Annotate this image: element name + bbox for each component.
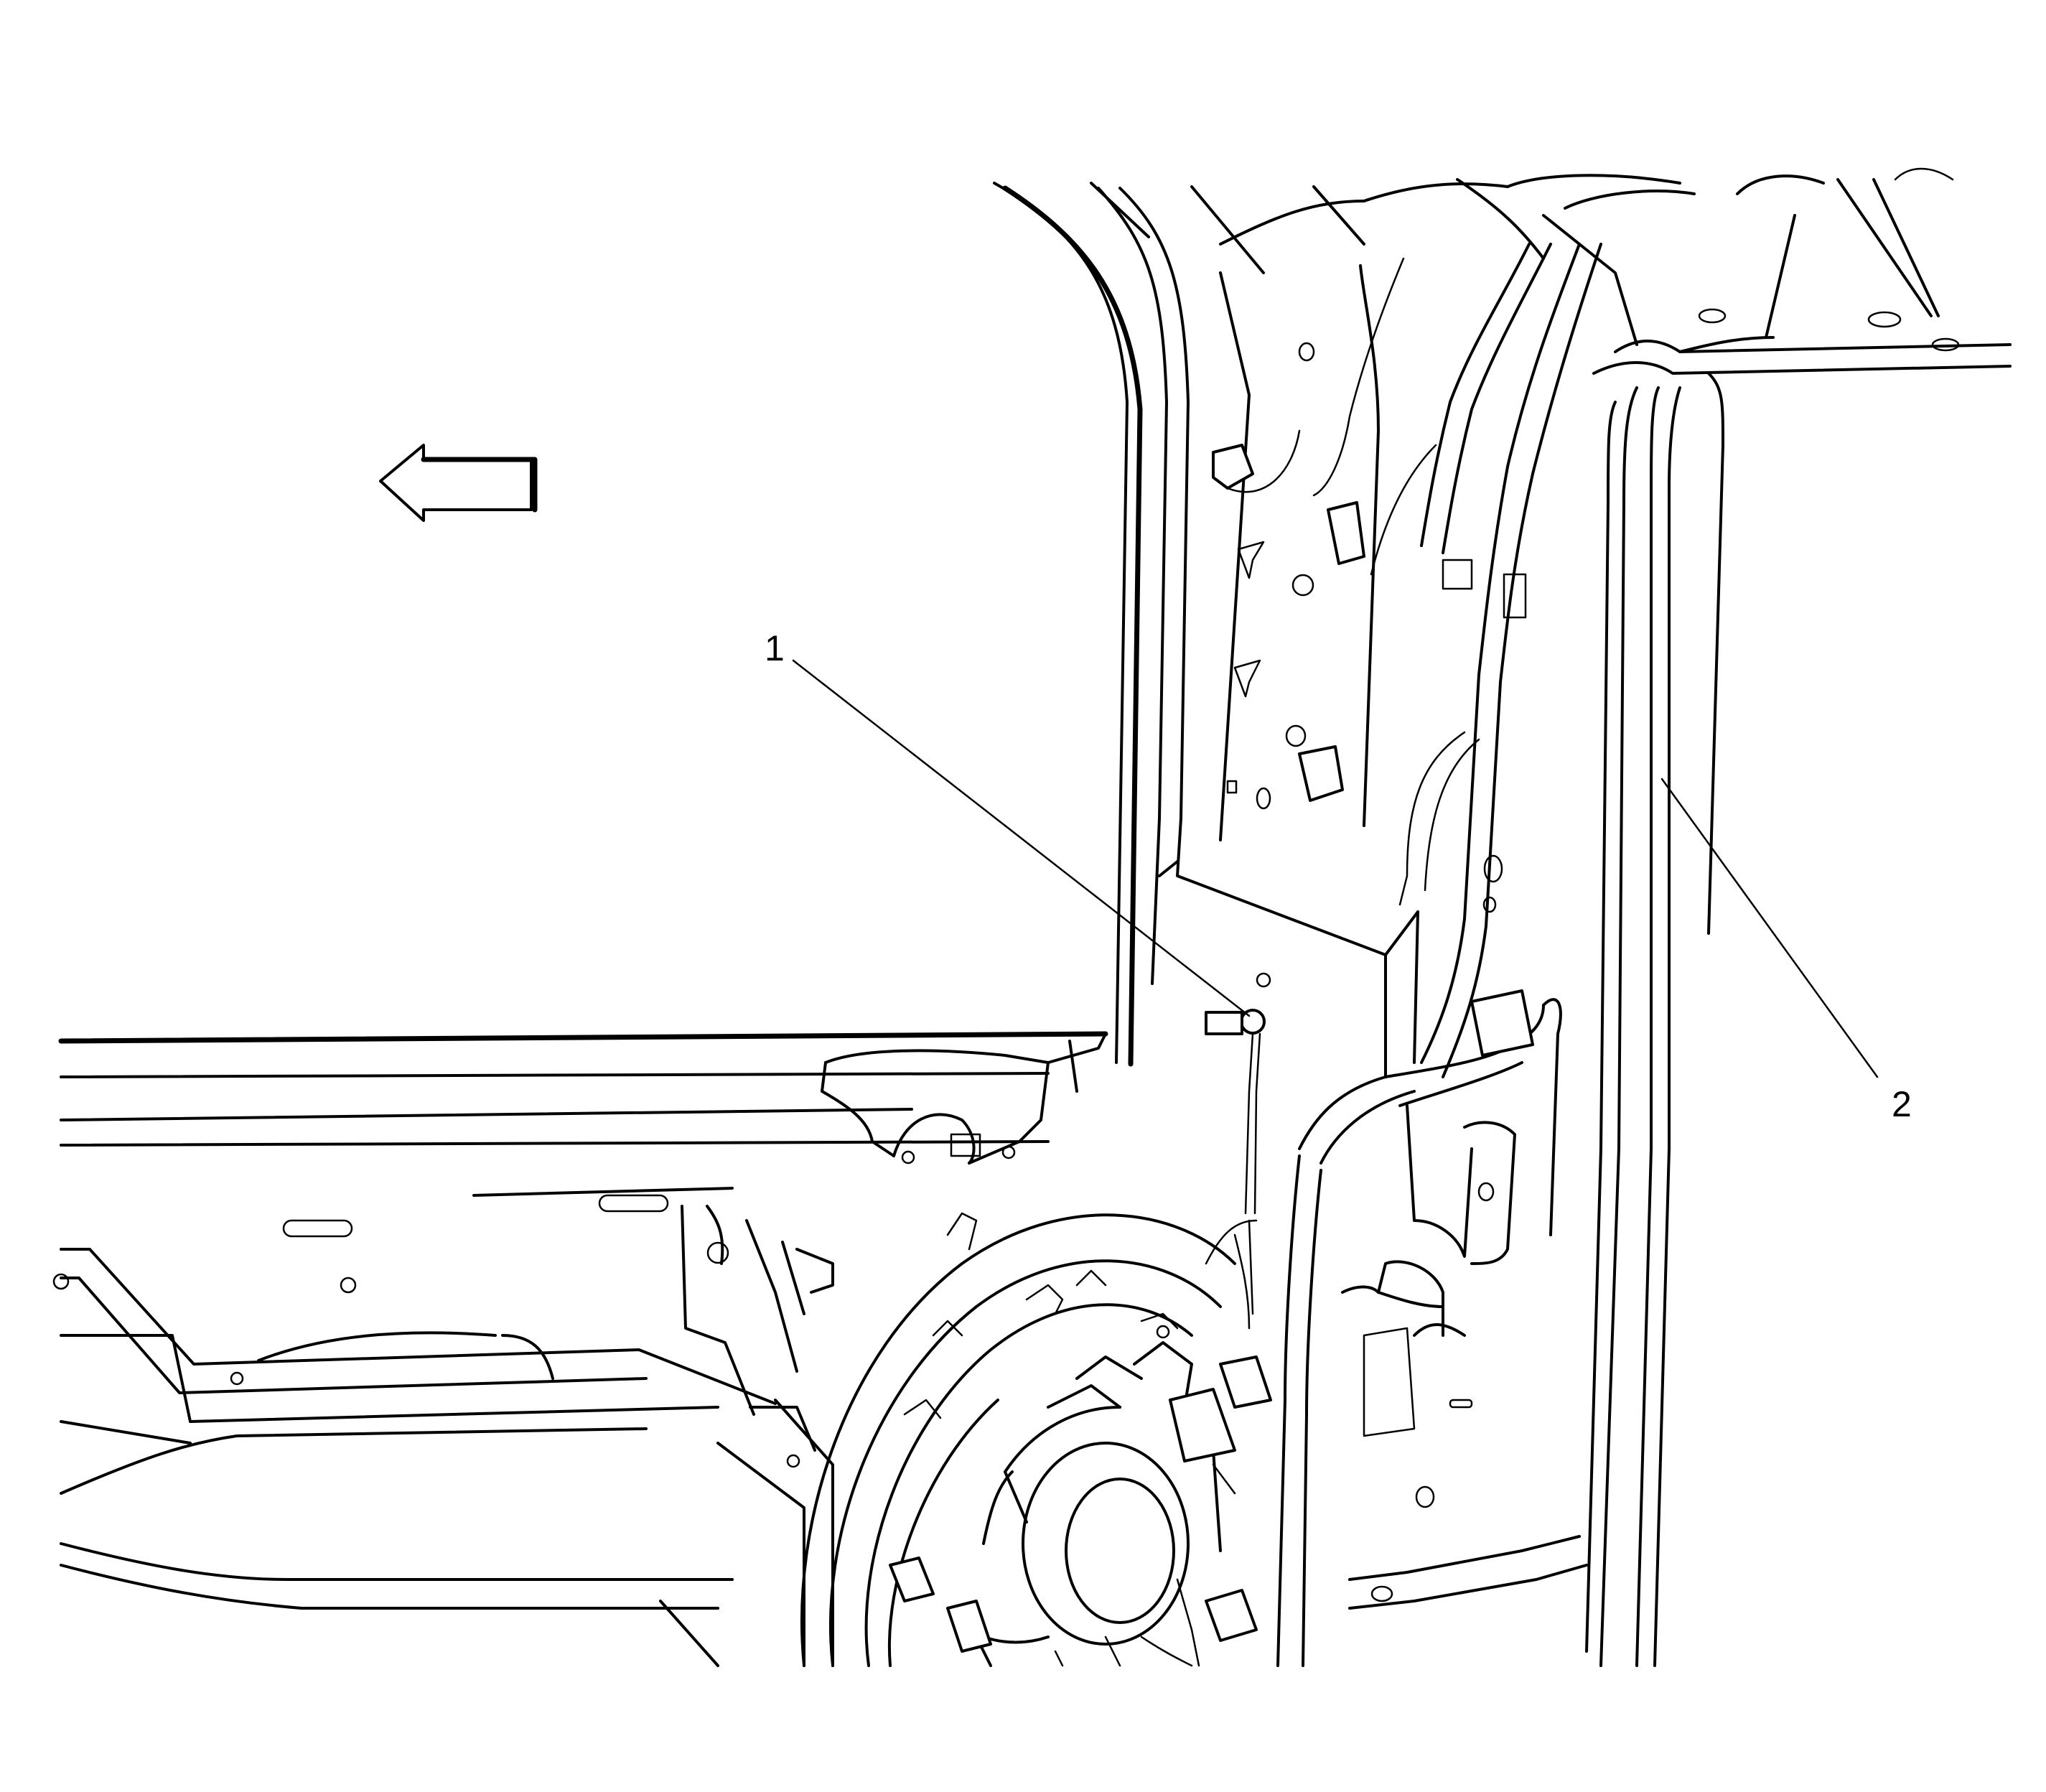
headlamp-assembly — [800, 1212, 1272, 1667]
callout-2-label: 2 — [1892, 1084, 1912, 1124]
air-intake — [821, 1032, 1107, 1165]
pillar-connectors — [1212, 444, 1534, 1057]
left-arrow-icon — [379, 444, 538, 522]
callout-1-label: 1 — [765, 628, 785, 668]
lower-pillar-details — [1276, 998, 1588, 1667]
lower-body-structure — [60, 1248, 834, 1667]
mounting-bracket — [681, 1205, 834, 1468]
callout-2: 2 — [1660, 778, 1912, 1124]
fender-edge — [52, 1031, 1108, 1294]
inner-pillar-panel — [1158, 264, 1419, 1078]
callout-1: 1 — [765, 628, 1251, 1017]
b-pillar — [1585, 167, 2012, 1667]
door-frame — [993, 182, 1190, 1067]
roof-structure — [1090, 174, 1825, 346]
ground-stud — [1205, 972, 1271, 1215]
